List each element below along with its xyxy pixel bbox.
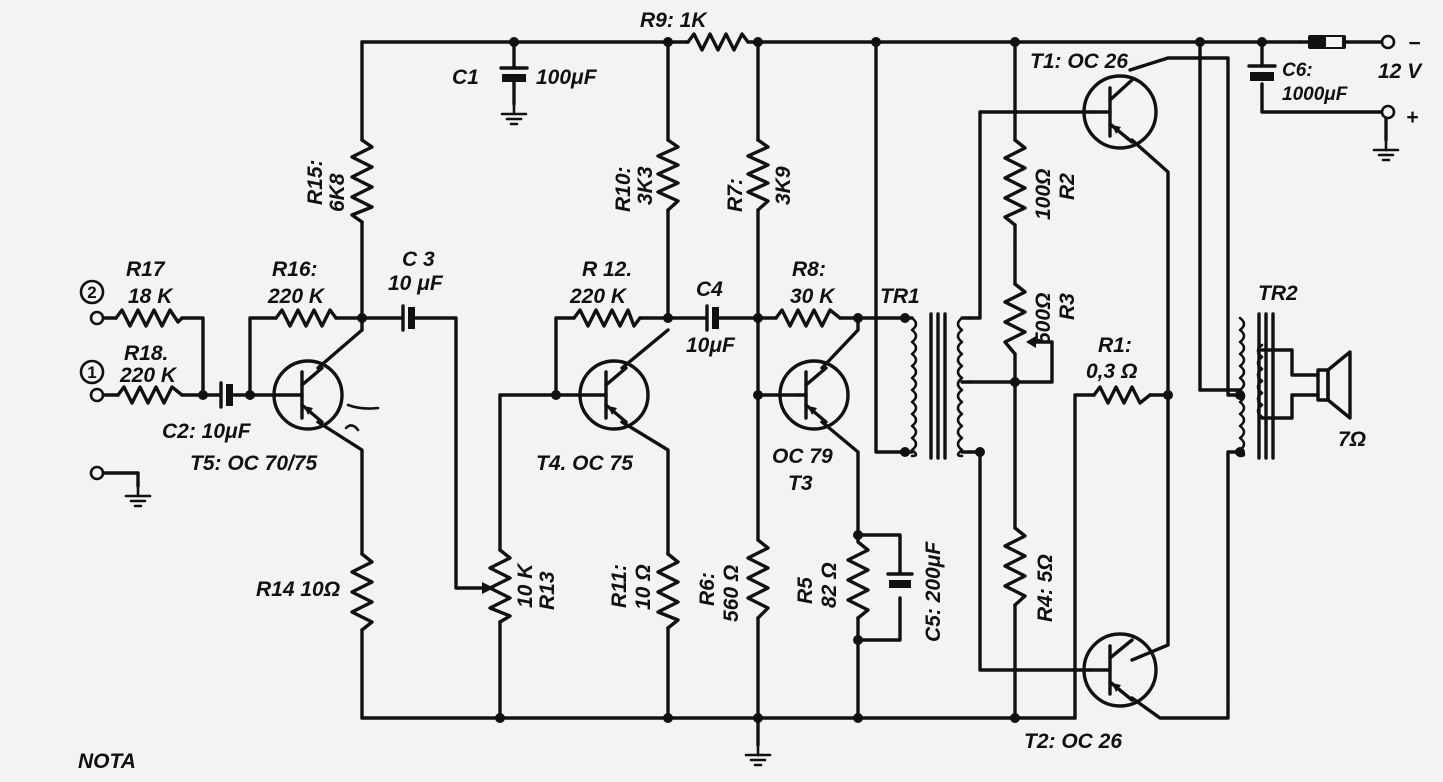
resistor-r15 [350, 138, 374, 224]
label-r4: R4: 5Ω [1034, 554, 1057, 622]
label-r6-val: 560 Ω [720, 565, 743, 622]
label-r7-val: 3K9 [772, 166, 795, 205]
resistor-r6 [746, 538, 770, 620]
capacitor-c1 [499, 66, 529, 126]
input-1-marker: 1 [79, 359, 105, 385]
resistor-r7 [746, 138, 770, 212]
label-r10-val: 3K3 [634, 166, 657, 205]
capacitor-c6 [1247, 64, 1277, 81]
speaker-icon [1316, 350, 1352, 420]
resistor-r11 [656, 552, 680, 630]
wires [98, 40, 1388, 747]
label-r1: R1: [1098, 334, 1132, 357]
label-c4: C4 [696, 278, 723, 301]
label-c2: C2: 10μF [162, 420, 252, 443]
label-r15: R15: [304, 159, 327, 205]
label-r11-val: 10 Ω [632, 564, 655, 610]
component-labels: R9: 1K C1 100μF T1: OC 26 C6: 1000μF 12 … [78, 9, 1423, 773]
label-c3: C 3 [402, 248, 435, 271]
label-r7: R7: [724, 178, 747, 212]
label-r5-val: 82 Ω [818, 562, 841, 608]
resistor-r8 [774, 308, 842, 328]
resistor-r9 [686, 32, 750, 52]
potentiometer-r3 [1003, 282, 1054, 356]
transformer-tr2 [1238, 312, 1275, 460]
fuse-icon [1298, 35, 1346, 49]
resistor-r12 [572, 308, 642, 328]
label-speaker: 7Ω [1338, 428, 1366, 451]
label-r1-val: 0,3 Ω [1086, 360, 1137, 383]
label-r17: R17 [126, 258, 166, 281]
label-r3-val: 500Ω [1032, 293, 1055, 344]
label-r18: R18. [124, 342, 168, 365]
resistor-r18 [116, 385, 184, 405]
label-r13-val: 10 K [514, 562, 537, 608]
label-supply: 12 V [1378, 60, 1423, 83]
label-r2-val: 100Ω [1032, 169, 1055, 220]
label-t1: T1: OC 26 [1030, 50, 1128, 73]
resistor-r10 [656, 138, 680, 212]
label-r11: R11: [608, 564, 631, 608]
label-c5: C5: 200μF [922, 541, 945, 642]
label-tr2: TR2 [1258, 282, 1298, 305]
label-c1-val: 100μF [536, 66, 598, 89]
label-t5: T5: OC 70/75 [190, 452, 318, 475]
label-t3: T3 [788, 472, 813, 495]
label-r9: R9: 1K [640, 9, 708, 32]
svg-text:1: 1 [87, 363, 96, 382]
label-r6: R6: [696, 572, 719, 606]
label-r17-val: 18 K [128, 285, 174, 308]
label-r12: R 12. [582, 258, 632, 281]
label-c1: C1 [452, 66, 479, 89]
transistor-t5 [272, 359, 380, 432]
capacitor-c5 [886, 572, 914, 588]
terminals [89, 34, 1396, 481]
label-r16-val: 220 K [267, 285, 326, 308]
label-r3: R3 [1056, 293, 1079, 320]
label-r2: R2 [1056, 173, 1079, 200]
label-r8-val: 30 K [790, 285, 836, 308]
label-r14: R14 10Ω [256, 578, 340, 601]
label-c6-val: 1000μF [1282, 84, 1349, 105]
transformer-tr1 [903, 312, 972, 460]
label-c3-val: 10 μF [388, 272, 444, 295]
label-t2: T2: OC 26 [1024, 730, 1122, 753]
label-plus: + [1406, 106, 1418, 129]
capacitor-c4 [705, 304, 719, 332]
resistor-r5 [846, 533, 870, 620]
resistor-r1 [1092, 385, 1152, 405]
svg-text:2: 2 [87, 283, 96, 302]
transistor-t1 [1082, 74, 1158, 150]
label-minus: − [1408, 32, 1420, 55]
label-c6: C6: [1282, 60, 1313, 81]
label-r15-val: 6K8 [326, 173, 349, 212]
resistor-r17 [114, 308, 184, 328]
label-nota: NOTA [78, 750, 136, 773]
transistor-t2 [1082, 632, 1158, 708]
resistor-r4 [1003, 526, 1027, 607]
input-2-marker: 2 [79, 279, 105, 305]
label-r5: R5 [794, 577, 817, 604]
label-r8: R8: [792, 258, 826, 281]
potentiometer-r13 [482, 548, 512, 624]
resistor-r16 [274, 308, 338, 328]
label-tr1: TR1 [880, 285, 920, 308]
label-r10: R10: [612, 166, 635, 212]
label-r18-val: 220 K [119, 364, 178, 387]
label-t4: T4. OC 75 [536, 452, 633, 475]
label-c4-val: 10μF [686, 334, 736, 357]
transistor-t3 [778, 359, 850, 431]
label-oc79: OC 79 [772, 445, 833, 468]
label-r12-val: 220 K [569, 285, 628, 308]
capacitor-c2 [219, 381, 233, 409]
capacitor-c3 [401, 304, 415, 332]
junction-dots [198, 37, 1267, 723]
transistor-t4 [578, 359, 650, 431]
label-r13: R13 [536, 571, 559, 610]
label-r16: R16: [272, 258, 318, 281]
resistor-r14 [350, 552, 374, 632]
resistor-r2 [1003, 138, 1027, 227]
